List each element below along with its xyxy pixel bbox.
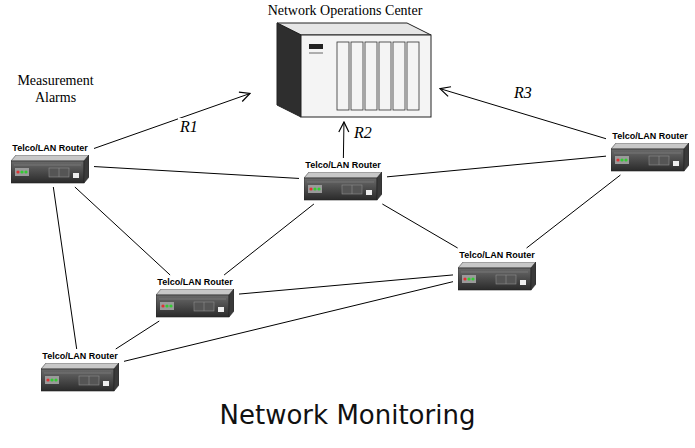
network-link [239, 275, 453, 294]
link-label: R2 [352, 124, 374, 142]
router-label: Telco/LAN Router [455, 250, 539, 261]
router-node: Telco/LAN Router [455, 250, 539, 292]
router-icon [156, 289, 234, 319]
network-link [124, 282, 453, 362]
link-label: R1 [178, 118, 200, 136]
server-icon [257, 22, 433, 118]
router-label: Telco/LAN Router [608, 131, 692, 142]
router-icon [11, 155, 89, 185]
report-arrow [343, 122, 345, 158]
network-link [75, 187, 170, 275]
note-label: Measurement Alarms [8, 72, 103, 106]
link-label: R3 [512, 84, 534, 102]
router-icon [611, 143, 689, 173]
operations-center: Network Operations Center [254, 2, 436, 118]
router-icon [304, 172, 382, 202]
router-label: Telco/LAN Router [301, 160, 385, 171]
network-link [53, 187, 76, 349]
center-heading: Network Operations Center [254, 2, 436, 19]
router-node: Telco/LAN Router [153, 277, 237, 319]
report-arrow [94, 93, 250, 148]
router-node: Telco/LAN Router [38, 351, 122, 393]
router-label: Telco/LAN Router [153, 277, 237, 288]
network-link [94, 167, 299, 179]
network-link [527, 175, 621, 248]
router-icon [458, 262, 536, 292]
router-node: Telco/LAN Router [8, 143, 92, 185]
router-node: Telco/LAN Router [608, 131, 692, 173]
network-link [387, 156, 606, 177]
network-link [382, 204, 457, 248]
router-icon [41, 363, 119, 393]
network-link [224, 204, 314, 275]
network-link [116, 321, 160, 349]
figure-caption: Network Monitoring [0, 400, 695, 430]
router-label: Telco/LAN Router [8, 143, 92, 154]
router-node: Telco/LAN Router [301, 160, 385, 202]
router-label: Telco/LAN Router [38, 351, 122, 362]
